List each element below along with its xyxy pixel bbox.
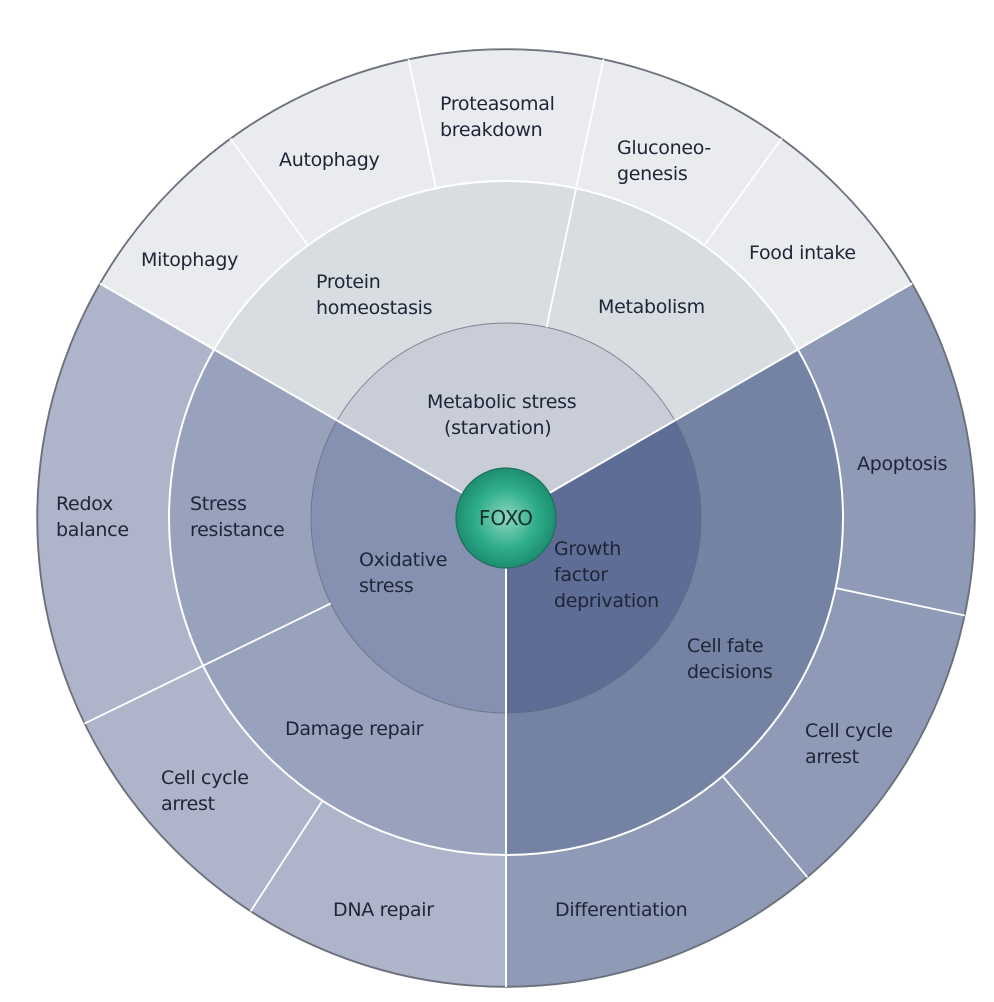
top-outcome-label: Food intake [749, 242, 856, 264]
top-process-label-line: Metabolism [598, 296, 705, 318]
right-outcome-label-line: Cell cycle [805, 720, 893, 742]
right-outer-segment-2 [797, 283, 975, 616]
top-middle-segment-1 [546, 188, 798, 421]
right-inner-segment [506, 420, 701, 713]
right-stress-label-line: factor [554, 564, 608, 586]
outer-divider-6 [721, 775, 809, 878]
outer-divider-7 [835, 587, 965, 617]
top-outcome-label: Mitophagy [141, 249, 238, 271]
outer-divider-1 [407, 59, 437, 189]
outer-divider-4 [84, 664, 204, 725]
top-outer-segment-0 [99, 138, 308, 350]
left-stress-label: Oxidative stress [359, 549, 447, 597]
middle-divider-0 [545, 188, 577, 328]
outer-divider-5 [249, 800, 324, 912]
left-outcome-label-line: Redox [56, 493, 113, 515]
left-outcome-label-line: DNA repair [333, 899, 434, 921]
top-middle-segment-0 [214, 181, 577, 421]
top-outer-segment-2 [408, 49, 604, 189]
left-outer-segment-0 [36, 283, 215, 724]
left-inner-segment [311, 420, 506, 713]
left-stress-label-line: Oxidative [359, 549, 447, 571]
left-middle-segment-1 [203, 603, 507, 855]
top-process-label: Protein homeostasis [316, 271, 432, 319]
top-outer-segment-3 [576, 59, 782, 246]
right-outer-segment-0 [506, 776, 808, 987]
right-process-label: Cell fate decisions [687, 635, 773, 683]
left-outcome-label: DNA repair [333, 899, 434, 921]
right-middle-segment-0 [506, 349, 843, 855]
right-outcome-label-line: arrest [805, 746, 859, 768]
top-outcome-label-line: Food intake [749, 242, 856, 264]
wedge-layer [36, 48, 976, 988]
divider-layer [84, 59, 965, 987]
top-process-label: Metabolism [598, 296, 705, 318]
foxo-circle [455, 467, 557, 569]
sector-divider-1 [99, 282, 507, 519]
right-stress-label-line: Growth [554, 538, 621, 560]
foxo-node: FOXO [455, 467, 557, 569]
top-outcome-label-line: genesis [617, 163, 687, 185]
top-outcome-label: Gluconeo-genesis [617, 137, 711, 185]
top-outcome-label-line: Gluconeo- [617, 137, 711, 159]
left-process-label: Stress resistance [190, 493, 284, 541]
right-outcome-label-line: Differentiation [555, 899, 687, 921]
label-layer: Metabolic stress (starvation) Protein homeo… [56, 93, 948, 921]
top-stress-label: Metabolic stress (starvation) [427, 391, 576, 439]
left-middle-segment-0 [168, 349, 338, 666]
top-process-label-line: homeostasis [316, 297, 432, 319]
left-outcome-label-line: arrest [161, 793, 215, 815]
middle-divider-1 [202, 602, 332, 667]
top-outcome-label: Autophagy [279, 149, 380, 171]
left-process-label-line: resistance [190, 519, 284, 541]
right-outcome-label: Apoptosis [857, 453, 947, 475]
outer-divider-2 [575, 59, 605, 189]
left-outcome-label: Redox balance [56, 493, 129, 541]
left-outcome-label-line: Cell cycle [161, 767, 249, 789]
top-outcome-label-line: Autophagy [279, 149, 380, 171]
top-outcome-label-line: Mitophagy [141, 249, 238, 271]
sector-divider-0 [505, 282, 913, 519]
top-stress-label-line: (starvation) [444, 417, 551, 439]
left-process-label: Damage repair [285, 718, 424, 740]
right-process-label-line: decisions [687, 661, 773, 683]
top-outcome-label-line: Proteasomal [440, 93, 555, 115]
left-outer-segment-1 [84, 665, 323, 912]
right-process-label-line: Cell fate [687, 635, 763, 657]
left-outer-segment-2 [250, 800, 506, 987]
top-stress-label-line: Metabolic stress [427, 391, 576, 413]
top-outer-segment-4 [704, 138, 913, 350]
outer-divider-3 [703, 138, 783, 246]
top-process-label-line: Protein [316, 271, 381, 293]
foxo-label: FOXO [479, 506, 533, 530]
right-stress-label-line: deprivation [554, 590, 659, 612]
left-process-label-line: Damage repair [285, 718, 424, 740]
top-outcome-label-line: breakdown [440, 119, 542, 141]
left-outcome-label-line: balance [56, 519, 129, 541]
right-outcome-label: Differentiation [555, 899, 687, 921]
outer-divider-0 [229, 138, 309, 246]
right-stress-label: Growth factor deprivation [554, 538, 659, 612]
right-outcome-label-line: Apoptosis [857, 453, 947, 475]
left-stress-label-line: stress [359, 575, 413, 597]
left-process-label-line: Stress [190, 493, 247, 515]
right-outcome-label: Cell cycle arrest [805, 720, 893, 768]
top-outcome-label: Proteasomal breakdown [440, 93, 555, 141]
top-outer-segment-1 [230, 59, 436, 246]
right-outer-segment-1 [722, 588, 965, 878]
left-outcome-label: Cell cycle arrest [161, 767, 249, 815]
